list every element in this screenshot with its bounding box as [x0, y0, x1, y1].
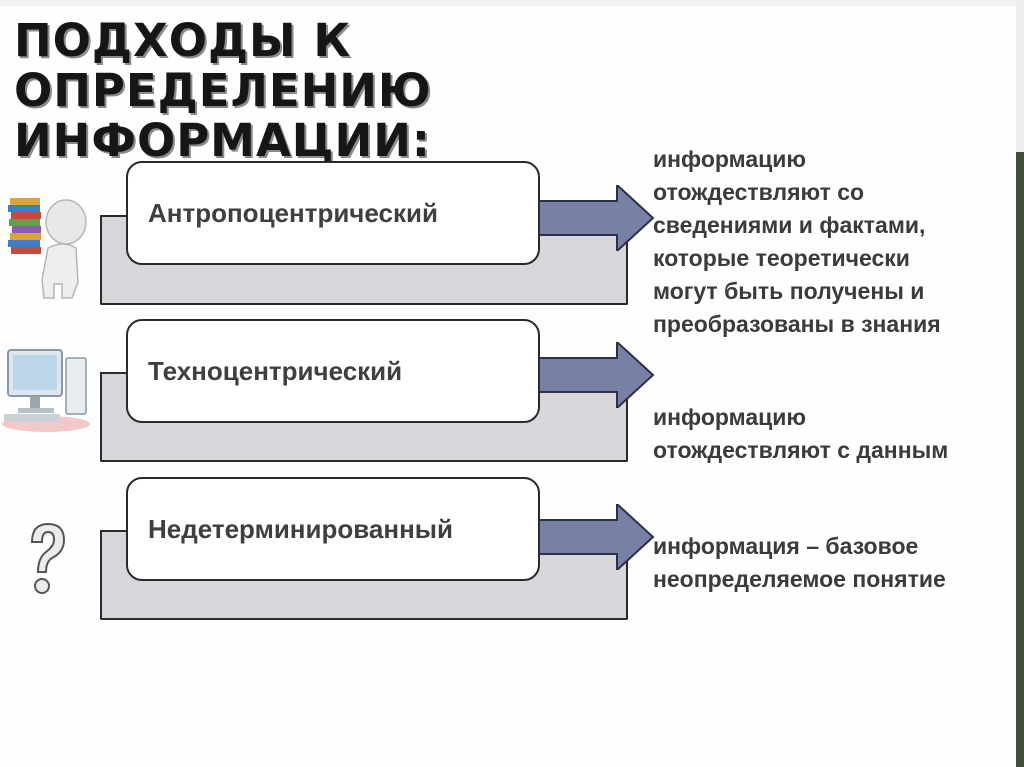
- slide-title: ПОДХОДЫ К ОПРЕДЕЛЕНИЮ ИНФОРМАЦИИ:: [14, 16, 774, 166]
- title-line-1: ПОДХОДЫ К ОПРЕДЕЛЕНИЮ: [14, 14, 432, 117]
- description-line: информация – базовое: [653, 533, 919, 559]
- description-line: могут быть получены и: [653, 278, 925, 304]
- description-line: которые теоретически: [653, 245, 910, 271]
- description-line: информацию: [653, 404, 807, 430]
- description-anthropocentric: информацию отождествляют со сведениями и…: [653, 143, 941, 341]
- approach-box-nondeterministic: Недетерминированный: [126, 477, 540, 581]
- arrow-icon: [539, 342, 655, 408]
- approach-box-anthropocentric: Антропоцентрический: [126, 161, 540, 265]
- description-line: неопределяемое понятие: [653, 566, 946, 592]
- description-nondeterministic: информация – базовое неопределяемое поня…: [653, 530, 946, 596]
- description-line: информацию: [653, 146, 807, 172]
- description-technocentric: информацию отождествляют с данным: [653, 401, 948, 467]
- arrow-icon: [539, 504, 655, 570]
- description-line: отождествляют со: [653, 179, 865, 205]
- description-line: преобразованы в знания: [653, 311, 941, 337]
- person-with-books-icon: [8, 198, 87, 299]
- approach-label: Антропоцентрический: [148, 197, 438, 228]
- top-decor-bar: [0, 0, 1016, 6]
- approach-label: Техноцентрический: [148, 355, 403, 386]
- arrow-icon: [539, 185, 655, 251]
- description-line: сведениями и фактами,: [653, 212, 926, 238]
- description-line: отождествляют с данным: [653, 437, 949, 463]
- approach-box-technocentric: Техноцентрический: [126, 319, 540, 423]
- question-mark-icon: [30, 522, 66, 594]
- title-line-2: ИНФОРМАЦИИ:: [14, 114, 431, 167]
- right-accent-bar: [1016, 152, 1024, 767]
- approach-label: Недетерминированный: [148, 513, 453, 544]
- computer-icon: [2, 349, 90, 432]
